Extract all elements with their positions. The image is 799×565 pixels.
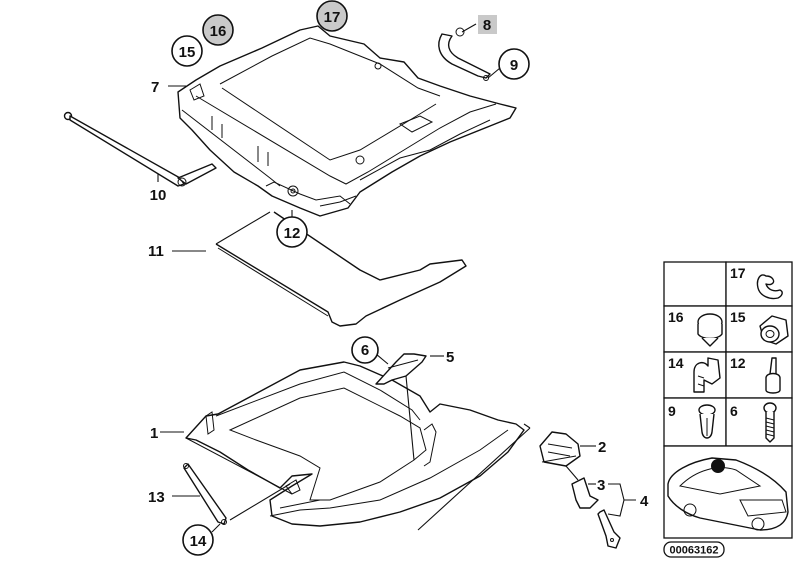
svg-text:2: 2 <box>598 439 606 456</box>
svg-text:17: 17 <box>324 9 341 26</box>
glovebox-lower <box>185 361 525 527</box>
key-part-4 <box>597 509 621 549</box>
strut-part-13 <box>183 463 291 525</box>
svg-text:3: 3 <box>597 477 605 494</box>
liner-mat-part-11 <box>215 211 467 327</box>
svg-text:10: 10 <box>150 187 167 204</box>
car-location-icon <box>667 457 789 531</box>
callout-2[interactable]: 2 <box>598 439 606 456</box>
upper-housing <box>177 25 517 217</box>
callout-5[interactable]: 5 <box>446 349 454 366</box>
buffer-stop-icon <box>765 357 781 394</box>
expanding-rivet-icon <box>697 313 723 347</box>
callout-1[interactable]: 1 <box>150 425 158 442</box>
callout-11[interactable]: 11 <box>148 243 164 260</box>
svg-text:12: 12 <box>730 355 746 371</box>
callout-14[interactable]: 14 <box>182 524 214 556</box>
callout-6[interactable]: 6 <box>351 336 379 364</box>
legend-cell-12[interactable]: 12 <box>730 355 781 394</box>
push-pin-icon <box>698 404 716 439</box>
callout-7[interactable]: 7 <box>151 79 159 96</box>
svg-text:11: 11 <box>148 243 164 260</box>
svg-text:13: 13 <box>148 489 165 506</box>
callout-3[interactable]: 3 <box>597 477 605 494</box>
callout-12[interactable]: 12 <box>276 216 308 248</box>
legend-cell-16[interactable]: 16 <box>668 309 723 347</box>
hinge-clip-icon <box>693 357 721 393</box>
svg-text:4: 4 <box>640 493 649 510</box>
svg-text:14: 14 <box>668 355 684 371</box>
legend-cell-14[interactable]: 14 <box>668 355 721 393</box>
legend-grid: 17 16 15 14 <box>663 261 793 539</box>
svg-text:7: 7 <box>151 79 159 96</box>
callout-13[interactable]: 13 <box>148 489 165 506</box>
catalog-number-badge: 00063162 <box>663 541 725 558</box>
svg-text:8: 8 <box>483 17 491 34</box>
svg-text:9: 9 <box>668 403 676 419</box>
grommet-nut-icon <box>759 315 789 345</box>
svg-text:9: 9 <box>510 57 518 74</box>
svg-text:15: 15 <box>179 44 196 61</box>
plunger-part-3 <box>565 465 599 509</box>
svg-text:6: 6 <box>730 403 738 419</box>
latch-part-2 <box>417 423 581 531</box>
svg-text:5: 5 <box>446 349 454 366</box>
bracket-part-5 <box>375 353 427 461</box>
svg-text:14: 14 <box>190 533 207 550</box>
legend-cell-17[interactable]: 17 <box>730 265 783 300</box>
legend-cell-15[interactable]: 15 <box>730 309 789 345</box>
svg-text:12: 12 <box>284 225 301 242</box>
callout-9[interactable]: 9 <box>498 48 530 80</box>
callout-16[interactable]: 16 <box>202 14 234 46</box>
legend-cell-6[interactable]: 6 <box>730 402 777 443</box>
callout-15[interactable]: 15 <box>171 35 203 67</box>
cable-part-8 <box>438 27 491 81</box>
callout-8[interactable]: 8 <box>478 15 497 34</box>
svg-text:00063162: 00063162 <box>670 545 719 557</box>
callout-10[interactable]: 10 <box>150 187 167 204</box>
callout-4[interactable]: 4 <box>640 493 649 510</box>
svg-text:16: 16 <box>210 23 227 40</box>
screw-icon <box>763 402 777 443</box>
legend-cell-9[interactable]: 9 <box>668 403 716 439</box>
svg-text:15: 15 <box>730 309 746 325</box>
cable-part-10 <box>63 111 217 187</box>
svg-text:6: 6 <box>361 342 369 359</box>
svg-text:16: 16 <box>668 309 684 325</box>
circlip-icon <box>756 274 783 300</box>
callout-17[interactable]: 17 <box>316 0 348 32</box>
svg-text:1: 1 <box>150 425 158 442</box>
svg-text:17: 17 <box>730 265 746 281</box>
